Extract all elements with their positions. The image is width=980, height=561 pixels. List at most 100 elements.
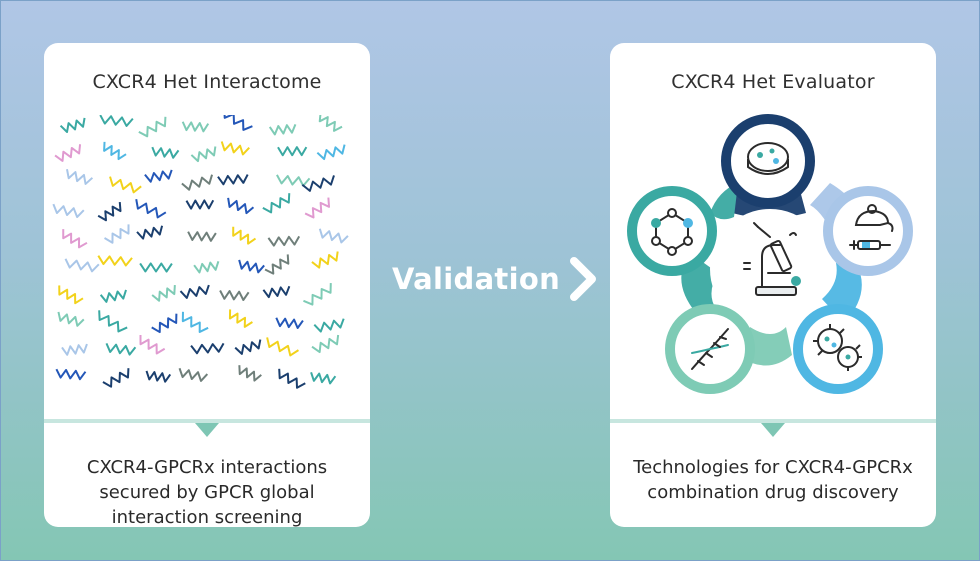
- receptor-squiggle: [304, 197, 331, 219]
- petri-dish-satellite: [721, 114, 815, 208]
- receptor-squiggle: [136, 225, 164, 240]
- receptor-squiggle: [139, 262, 173, 273]
- receptor-squiggle: [264, 254, 290, 275]
- evaluator-title: CXCR4 Het Evaluator: [671, 71, 875, 93]
- evaluator-card: CXCR4 Het Evaluator: [610, 43, 936, 527]
- receptor-squiggle: [311, 251, 339, 269]
- receptor-squiggle: [238, 365, 262, 382]
- caption-line: combination drug discovery: [647, 482, 899, 503]
- receptor-squiggle: [59, 117, 86, 133]
- receptor-squiggle: [97, 255, 133, 267]
- receptor-squiggle: [316, 144, 346, 161]
- receptor-squiggle: [104, 224, 130, 244]
- bacteria-icon: [813, 324, 862, 371]
- receptor-squiggle: [151, 285, 176, 302]
- receptor-squiggle: [109, 176, 142, 194]
- receptor-squiggle: [268, 123, 297, 136]
- receptor-squiggle: [62, 229, 88, 249]
- mouse-syringe-satellite: [823, 186, 913, 276]
- receptor-squiggle: [181, 174, 214, 191]
- receptor-squiggle: [57, 311, 85, 327]
- receptor-squiggle: [105, 342, 137, 356]
- receptor-squiggle: [301, 175, 335, 192]
- receptor-squiggle: [234, 339, 262, 355]
- receptor-squiggle: [99, 289, 127, 303]
- chevron-right-icon: [570, 257, 597, 301]
- receptor-squiggle: [187, 231, 217, 242]
- receptor-squiggle: [217, 174, 249, 186]
- receptor-squiggle: [151, 146, 180, 159]
- interactome-title: CXCR4 Het Interactome: [92, 71, 322, 93]
- receptor-squiggle: [55, 368, 87, 381]
- receptor-squiggle: [181, 121, 210, 133]
- receptor-squiggle: [318, 228, 349, 244]
- receptor-squiggle: [311, 334, 340, 354]
- petri-dish-icon: [747, 142, 789, 175]
- receptor-squiggle: [277, 146, 308, 157]
- receptor-cloud-illustration: [52, 115, 349, 389]
- receptor-squiggle: [262, 193, 291, 214]
- receptor-squiggle: [267, 235, 301, 247]
- receptor-squiggle: [66, 169, 94, 185]
- receptor-squiggle: [227, 197, 255, 215]
- receptor-squiggle: [103, 141, 127, 161]
- receptor-squiggle: [97, 201, 122, 222]
- receptor-squiggle: [178, 367, 209, 382]
- receptor-squiggle: [102, 368, 130, 388]
- receptor-squiggle: [303, 283, 332, 306]
- receptor-squiggle: [275, 317, 304, 330]
- dna-satellite: [665, 304, 755, 394]
- pointer-notch: [195, 423, 219, 437]
- evaluator-illustration: [627, 114, 913, 394]
- caption-line: Technologies for CXCR4-GPCRx: [633, 457, 913, 478]
- receptor-squiggle: [145, 370, 172, 383]
- receptor-squiggle: [193, 260, 220, 274]
- card-divider: [44, 419, 370, 423]
- receptor-squiggle: [64, 258, 100, 273]
- center-hub: [710, 209, 830, 329]
- receptor-squiggle: [313, 318, 345, 333]
- receptor-squiggle: [54, 144, 82, 162]
- receptor-squiggle: [318, 115, 343, 132]
- receptor-squiggle: [99, 115, 134, 127]
- receptor-squiggle: [181, 311, 209, 333]
- receptor-squiggle: [278, 368, 306, 389]
- receptor-squiggle: [135, 198, 167, 219]
- receptor-squiggle: [190, 342, 225, 355]
- receptor-squiggle: [219, 290, 250, 302]
- receptor-squiggle: [52, 203, 85, 219]
- validation-arrow: Validation: [392, 256, 600, 302]
- receptor-squiggle: [138, 116, 167, 138]
- receptor-squiggle: [179, 284, 210, 299]
- receptor-squiggle: [310, 371, 337, 385]
- receptor-squiggle: [220, 141, 250, 156]
- pointer-notch: [761, 423, 785, 437]
- receptor-squiggle: [232, 226, 257, 245]
- receptor-squiggle: [190, 146, 217, 163]
- microscope-icon: [743, 222, 801, 296]
- molecule-icon: [651, 208, 693, 256]
- receptor-squiggle: [139, 335, 166, 355]
- bacteria-satellite: [793, 304, 883, 394]
- receptor-squiggle: [262, 285, 291, 299]
- caption-line: CXCR4-GPCRx interactions: [86, 457, 328, 478]
- receptor-squiggle: [144, 169, 173, 183]
- caption-line: interaction screening: [111, 507, 303, 528]
- interactome-caption: CXCR4-GPCRx interactions secured by GPCR…: [44, 455, 370, 530]
- receptor-squiggle: [98, 310, 128, 333]
- receptor-squiggle: [228, 309, 253, 328]
- interactome-card: CXCR4 Het Interactome CXCR4-GPCRx intera…: [44, 43, 370, 530]
- evaluator-caption: Technologies for CXCR4-GPCRx combination…: [610, 455, 936, 505]
- receptor-squiggle: [58, 285, 84, 305]
- receptor-squiggle: [266, 337, 300, 357]
- receptor-squiggle: [276, 174, 311, 187]
- receptor-squiggle: [238, 259, 265, 274]
- receptor-squiggle: [61, 343, 88, 356]
- caption-line: secured by GPCR global: [99, 482, 315, 503]
- validation-label: Validation: [392, 262, 561, 296]
- dna-helix-icon: [691, 328, 729, 370]
- receptor-squiggle: [223, 115, 253, 131]
- receptor-squiggle: [185, 199, 215, 210]
- receptor-squiggle: [151, 313, 178, 334]
- molecule-satellite: [627, 186, 717, 276]
